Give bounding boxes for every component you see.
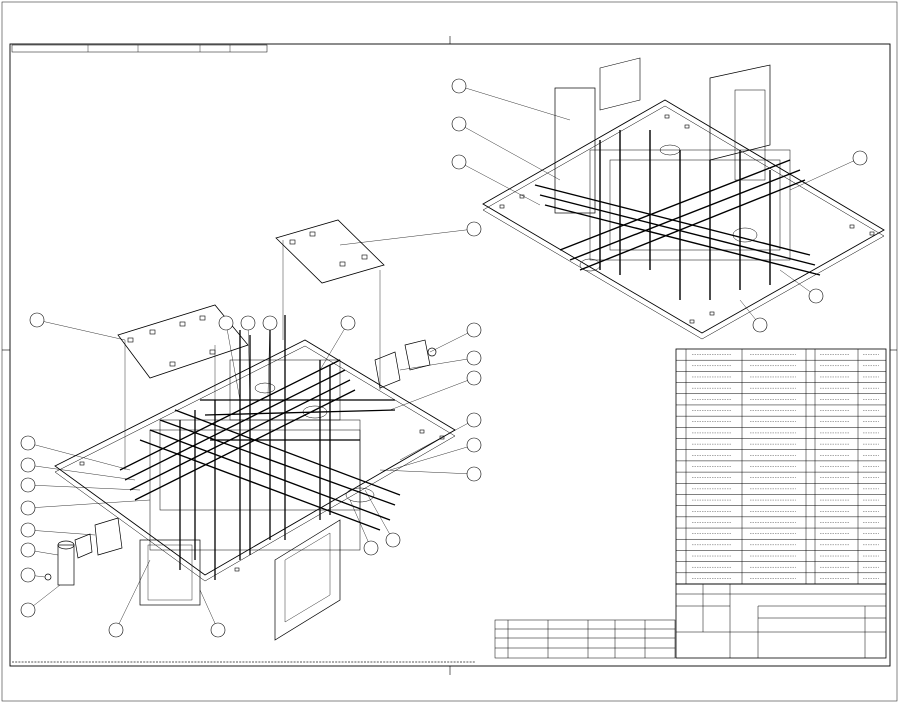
bom-table	[675, 348, 887, 585]
callout-balloon-a3	[451, 154, 467, 170]
illegible-marks	[692, 354, 879, 579]
callout-balloon-c13	[385, 532, 401, 548]
title-block	[494, 583, 887, 659]
callout-balloons	[20, 221, 482, 638]
callout-balloon-c8	[466, 350, 482, 366]
callout-balloon-c22	[20, 602, 36, 618]
callout-balloon-a4	[852, 150, 868, 166]
callout-balloon-c11	[466, 437, 482, 453]
callout-balloon-c15	[20, 435, 36, 451]
callout-balloon-c18	[20, 500, 36, 516]
callout-balloon-c20	[20, 542, 36, 558]
callout-balloon-a1	[451, 78, 467, 94]
assembly-view	[482, 57, 885, 340]
assembly-balloons	[451, 78, 868, 333]
callout-balloon-c16	[20, 457, 36, 473]
callout-balloon-a5	[808, 288, 824, 304]
callout-balloon-c19	[20, 522, 36, 538]
callout-balloon-c4	[262, 315, 278, 331]
callout-balloon-a6	[752, 317, 768, 333]
frame-members	[119, 315, 401, 580]
callout-balloon-a2	[451, 116, 467, 132]
callout-balloon-c17	[20, 477, 36, 493]
callout-balloon-c6	[466, 221, 482, 237]
callout-balloon-c10	[466, 412, 482, 428]
callout-balloon-c5	[340, 315, 356, 331]
callout-balloon-c2	[218, 315, 234, 331]
callout-balloon-c12	[466, 466, 482, 482]
exploded-view	[44, 219, 456, 641]
callout-balloon-c24	[210, 622, 226, 638]
callout-balloon-c7	[466, 322, 482, 338]
top-stamp	[11, 44, 268, 53]
callout-balloon-c21	[20, 567, 36, 583]
callout-balloon-c23	[108, 622, 124, 638]
callout-balloon-c9	[466, 370, 482, 386]
callout-balloon-c14	[363, 540, 379, 556]
callout-balloon-c3	[240, 315, 256, 331]
callout-balloon-c1	[29, 312, 45, 328]
